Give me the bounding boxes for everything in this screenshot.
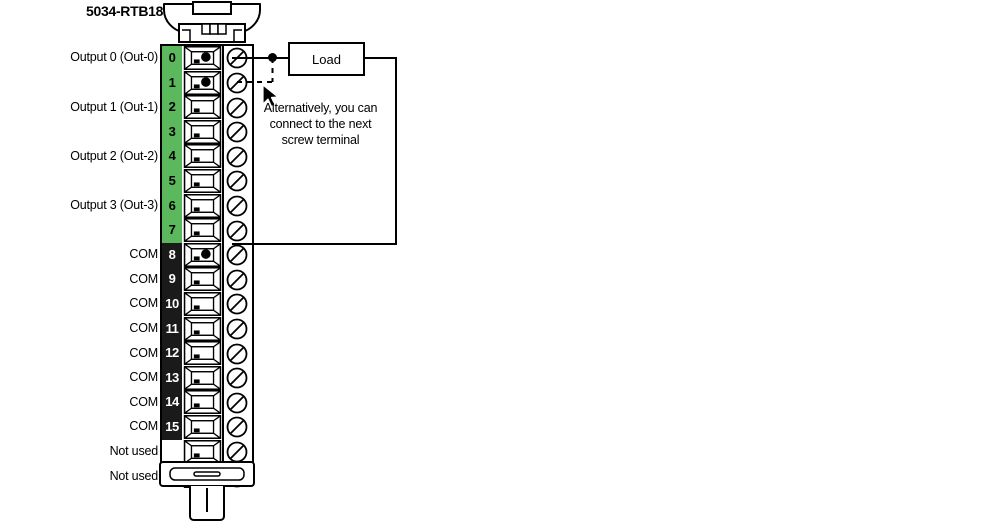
screw-terminal-15[interactable] (226, 416, 248, 438)
screw-column-divider (222, 44, 254, 464)
screw-terminal-2[interactable] (226, 97, 248, 119)
terminal-number-8: 8 (168, 246, 176, 262)
terminal-number-13: 13 (165, 369, 179, 385)
terminal-number-1: 1 (168, 74, 176, 90)
terminal-label-8: COM (129, 247, 158, 262)
screw-terminal-5[interactable] (226, 170, 248, 192)
terminal-number-0: 0 (168, 50, 176, 65)
terminal-label-12: COM (129, 345, 158, 360)
wire-load-right-lead (363, 57, 397, 59)
terminal-label-13: COM (129, 370, 158, 385)
wire-return-to-com8 (232, 243, 397, 245)
terminal-label-10: COM (129, 296, 158, 311)
screw-terminal-6[interactable] (226, 195, 248, 217)
terminal-label-9: COM (129, 271, 158, 286)
terminal-number-7: 7 (168, 222, 176, 238)
terminal-clamp-5[interactable] (183, 169, 222, 193)
terminal-clamp-4[interactable] (183, 144, 222, 169)
terminal-band-green (162, 46, 182, 243)
terminal-number-14: 14 (165, 394, 179, 410)
terminal-label-0: Output 0 (Out-0) (70, 50, 158, 65)
terminal-number-3: 3 (168, 123, 176, 139)
terminal-label-15: COM (129, 419, 158, 434)
terminal-clamp-9[interactable] (183, 267, 222, 292)
terminal-number-2: 2 (168, 99, 176, 115)
terminal-number-10: 10 (165, 296, 179, 311)
terminal-label-11: COM (129, 320, 158, 335)
terminal-clamp-14[interactable] (183, 390, 222, 415)
terminal-clamp-6[interactable] (183, 193, 222, 218)
terminal-label-14: COM (129, 394, 158, 409)
screw-terminal-10[interactable] (226, 293, 248, 315)
page-title: 5034-RTB18 (86, 3, 164, 19)
wire-out0-to-junction (232, 57, 294, 59)
terminal-clamp-3[interactable] (183, 119, 222, 144)
terminal-clamp-13[interactable] (183, 365, 222, 390)
terminal-band-black (162, 242, 182, 440)
screw-terminal-7[interactable] (226, 220, 248, 242)
screw-terminal-14[interactable] (226, 392, 248, 414)
screw-terminal-12[interactable] (226, 343, 248, 365)
terminal-label-4: Output 2 (Out-2) (70, 148, 158, 163)
screw-terminal-11[interactable] (226, 318, 248, 340)
terminal-clamp-7[interactable] (183, 218, 222, 243)
load-box: Load (288, 42, 365, 76)
screw-terminal-3[interactable] (226, 121, 248, 143)
annotation-line-3: screw terminal (281, 133, 360, 147)
annotation-line-1: Alternatively, you can (263, 101, 378, 115)
terminal-clamp-1[interactable] (183, 70, 222, 95)
terminal-label-6: Output 3 (Out-3) (70, 197, 158, 212)
rtb-top-latch-icon (163, 1, 261, 43)
wire-return-vertical (395, 57, 397, 245)
terminal-label-notused-16: Not used (109, 443, 159, 458)
terminal-clamp-0[interactable] (183, 46, 222, 70)
terminal-label-column: Output 0 (Out-0) Output 1 (Out-1) Output 2… (0, 0, 158, 519)
terminal-clamp-2[interactable] (183, 95, 222, 120)
terminal-number-5: 5 (168, 173, 176, 188)
terminal-clamp-8[interactable] (183, 242, 222, 267)
terminal-number-9: 9 (168, 271, 176, 287)
terminal-number-12: 12 (165, 345, 179, 361)
screw-terminal-8[interactable] (226, 244, 248, 266)
terminal-clamp-15[interactable] (183, 415, 222, 439)
screw-terminal-13[interactable] (226, 367, 248, 389)
terminal-label-2: Output 1 (Out-1) (70, 99, 158, 114)
terminal-clamp-10[interactable] (183, 292, 222, 316)
terminal-clamp-blank-16[interactable] (183, 439, 222, 464)
terminal-label-notused-17: Not used (109, 468, 159, 483)
terminal-number-15: 15 (165, 419, 179, 434)
terminal-number-4: 4 (168, 148, 176, 164)
wire-junction-dot (268, 53, 277, 62)
screw-terminal-9[interactable] (226, 269, 248, 291)
load-label: Load (312, 51, 341, 67)
terminal-clamp-12[interactable] (183, 341, 222, 366)
alternative-connection-dashed-wire (232, 58, 274, 83)
screw-terminal-4[interactable] (226, 146, 248, 168)
cursor-arrow-icon (262, 84, 279, 108)
alternative-connection-annotation: Alternatively, you can connect to the ne… (248, 100, 393, 148)
terminal-number-6: 6 (168, 197, 176, 213)
rtb-base-foot-icon (159, 461, 255, 521)
terminal-number-11: 11 (165, 320, 179, 336)
annotation-line-2: connect to the next (269, 117, 372, 131)
terminal-clamp-11[interactable] (183, 316, 222, 341)
